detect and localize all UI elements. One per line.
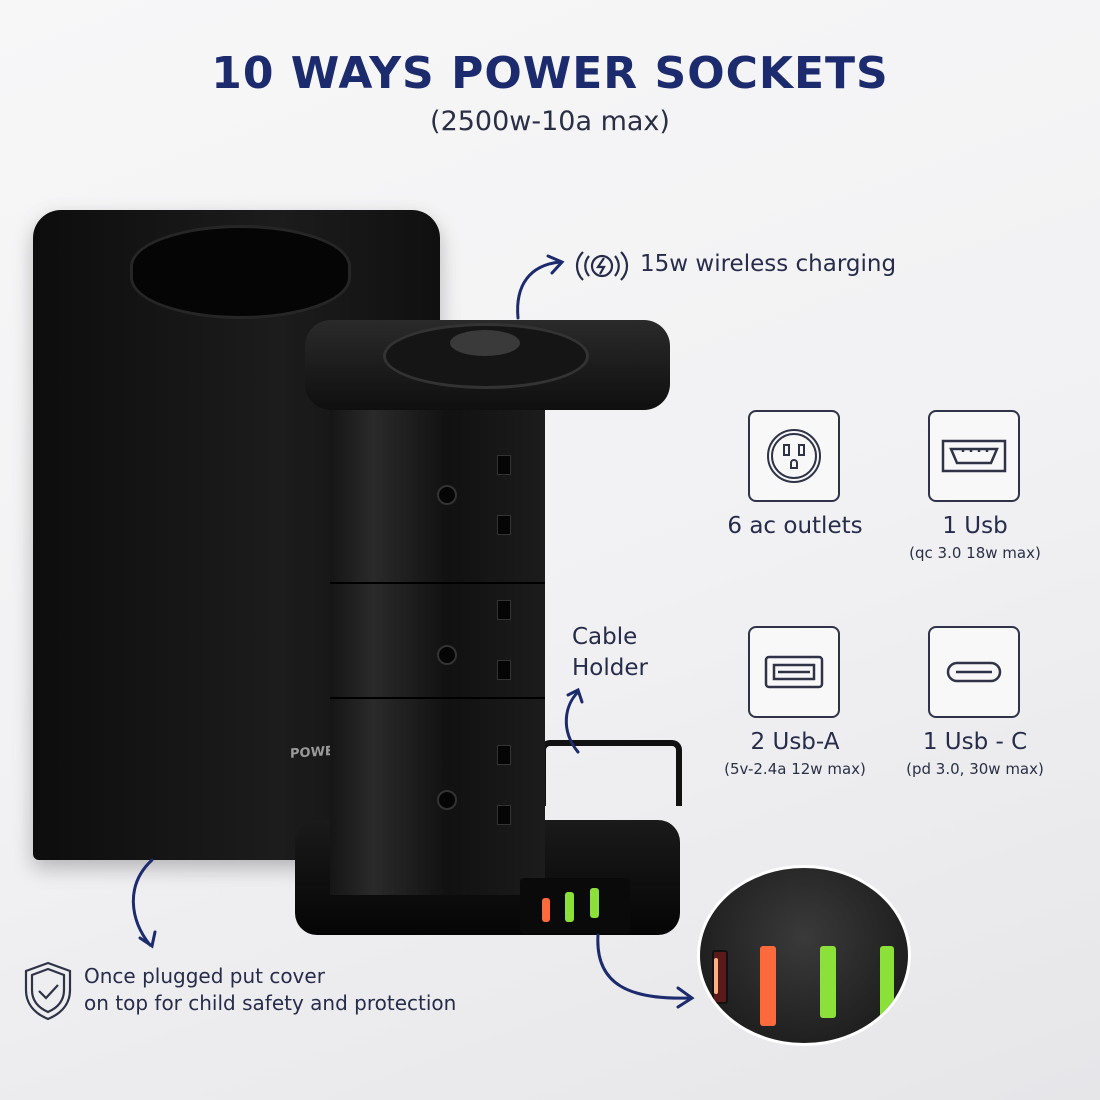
- feature-label-ac: 6 ac outlets: [727, 513, 863, 539]
- usb-a-icon: [748, 626, 840, 718]
- feature-label-usb-c: 1 Usb - C: [922, 729, 1028, 755]
- outlet-earth: [437, 790, 457, 810]
- feature-label-usb: 1 Usb: [942, 513, 1008, 539]
- usb-ports-closeup: [697, 865, 911, 1046]
- page-title: 10 WAYS POWER SOCKETS: [211, 48, 889, 99]
- arrow-cable-holder: [564, 690, 580, 754]
- feature-label-usb-a: 2 Usb-A: [750, 729, 840, 755]
- shield-check-icon: [22, 960, 74, 1026]
- cover-opening: [130, 225, 351, 319]
- page-subtitle: (2500w-10a max): [430, 106, 670, 137]
- usb-panel: [520, 878, 630, 934]
- feature-detail-usb: (qc 3.0 18w max): [909, 544, 1041, 562]
- usb-port-icon: [928, 410, 1020, 502]
- arrow-wireless: [516, 260, 562, 320]
- cable-holder-label-line2: Holder: [572, 655, 648, 681]
- feature-detail-usb-c: (pd 3.0, 30w max): [906, 760, 1044, 778]
- outlet-earth: [437, 645, 457, 665]
- wireless-label: 15w wireless charging: [640, 251, 897, 277]
- outlet-earth: [437, 485, 457, 505]
- arrow-cover: [131, 858, 154, 947]
- feature-detail-usb-a: (5v-2.4a 12w max): [724, 760, 866, 778]
- wireless-charging-icon: [573, 246, 631, 286]
- usb-c-icon: [928, 626, 1020, 718]
- ac-outlet-icon: [748, 410, 840, 502]
- safety-text-line2: on top for child safety and protection: [84, 991, 457, 1015]
- cable-holder-label-line1: Cable: [572, 624, 638, 650]
- arrow-usb: [596, 933, 692, 1000]
- safety-text-line1: Once plugged put cover: [84, 964, 325, 988]
